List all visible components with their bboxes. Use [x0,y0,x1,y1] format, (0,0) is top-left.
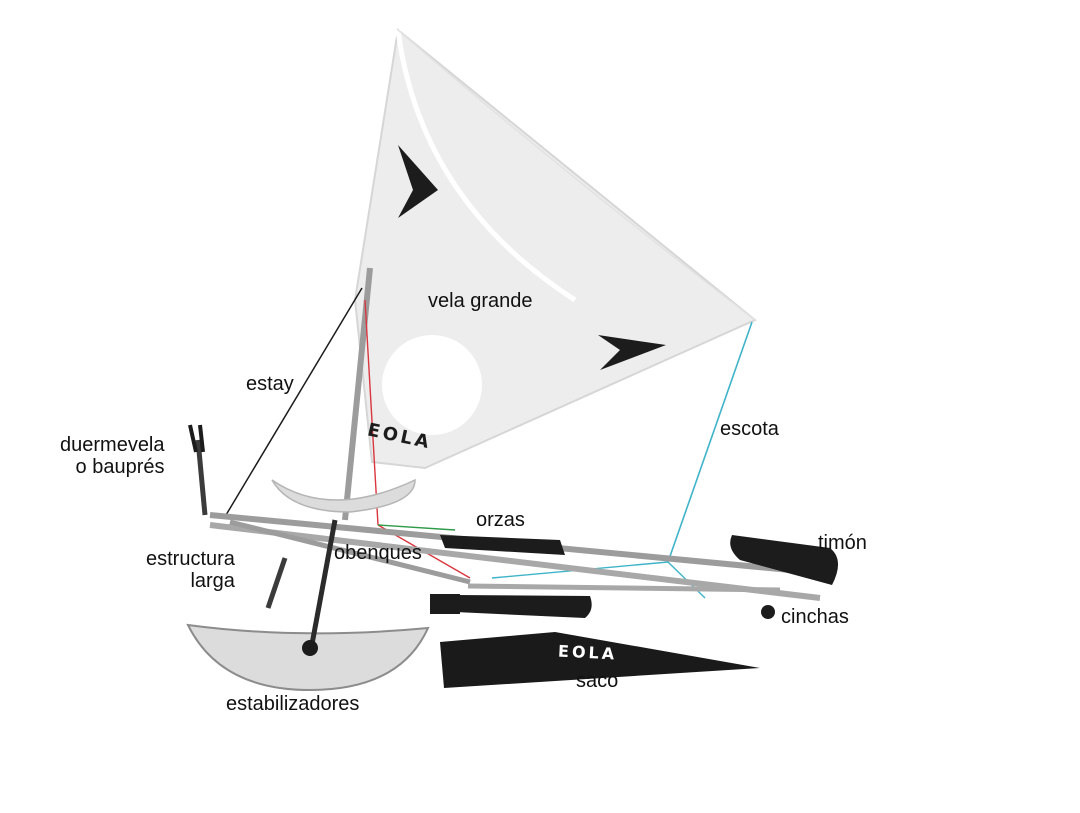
label-orzas: orzas [476,509,525,531]
duermevela [188,424,208,516]
label-timon: timón [818,532,867,554]
label-duermevela: duermevela o bauprés [60,434,165,478]
float-strut [307,519,338,656]
label-cinchas: cinchas [781,606,849,628]
sail-logo-mark-top [398,145,438,218]
label-obenques: obenques [334,542,422,564]
label-saco: saco [576,670,619,692]
label-estructura-larga: estructura larga [146,548,235,592]
float-front [186,623,430,692]
float-valve [302,640,318,656]
obenque-red [364,299,379,526]
orza-bottom [455,595,592,618]
escota-line [667,321,753,563]
orza-bracket [430,594,460,614]
estay-line [225,287,363,516]
orza-top [440,535,565,555]
float-rear [271,478,416,513]
label-estabilizadores: estabilizadores [226,693,360,715]
label-duermevela-line1: duermevela [60,434,165,456]
label-vela-grande: vela grande [428,290,533,312]
label-estructura-line1: estructura [146,548,235,570]
leg-strut [265,557,288,609]
label-estay: estay [246,373,294,395]
main-sail [353,28,757,470]
cincha-clip [761,605,775,619]
bag-brand-text: EOLA [557,641,618,664]
label-estructura-line2: larga [190,570,235,592]
obenque-green [377,524,456,531]
label-duermevela-line2: o bauprés [75,456,165,478]
sail-logo-mark-bottom [598,335,666,370]
sail-window [382,335,482,435]
rudder-blade [730,535,839,585]
label-escota: escota [720,418,779,440]
bag [440,632,760,688]
